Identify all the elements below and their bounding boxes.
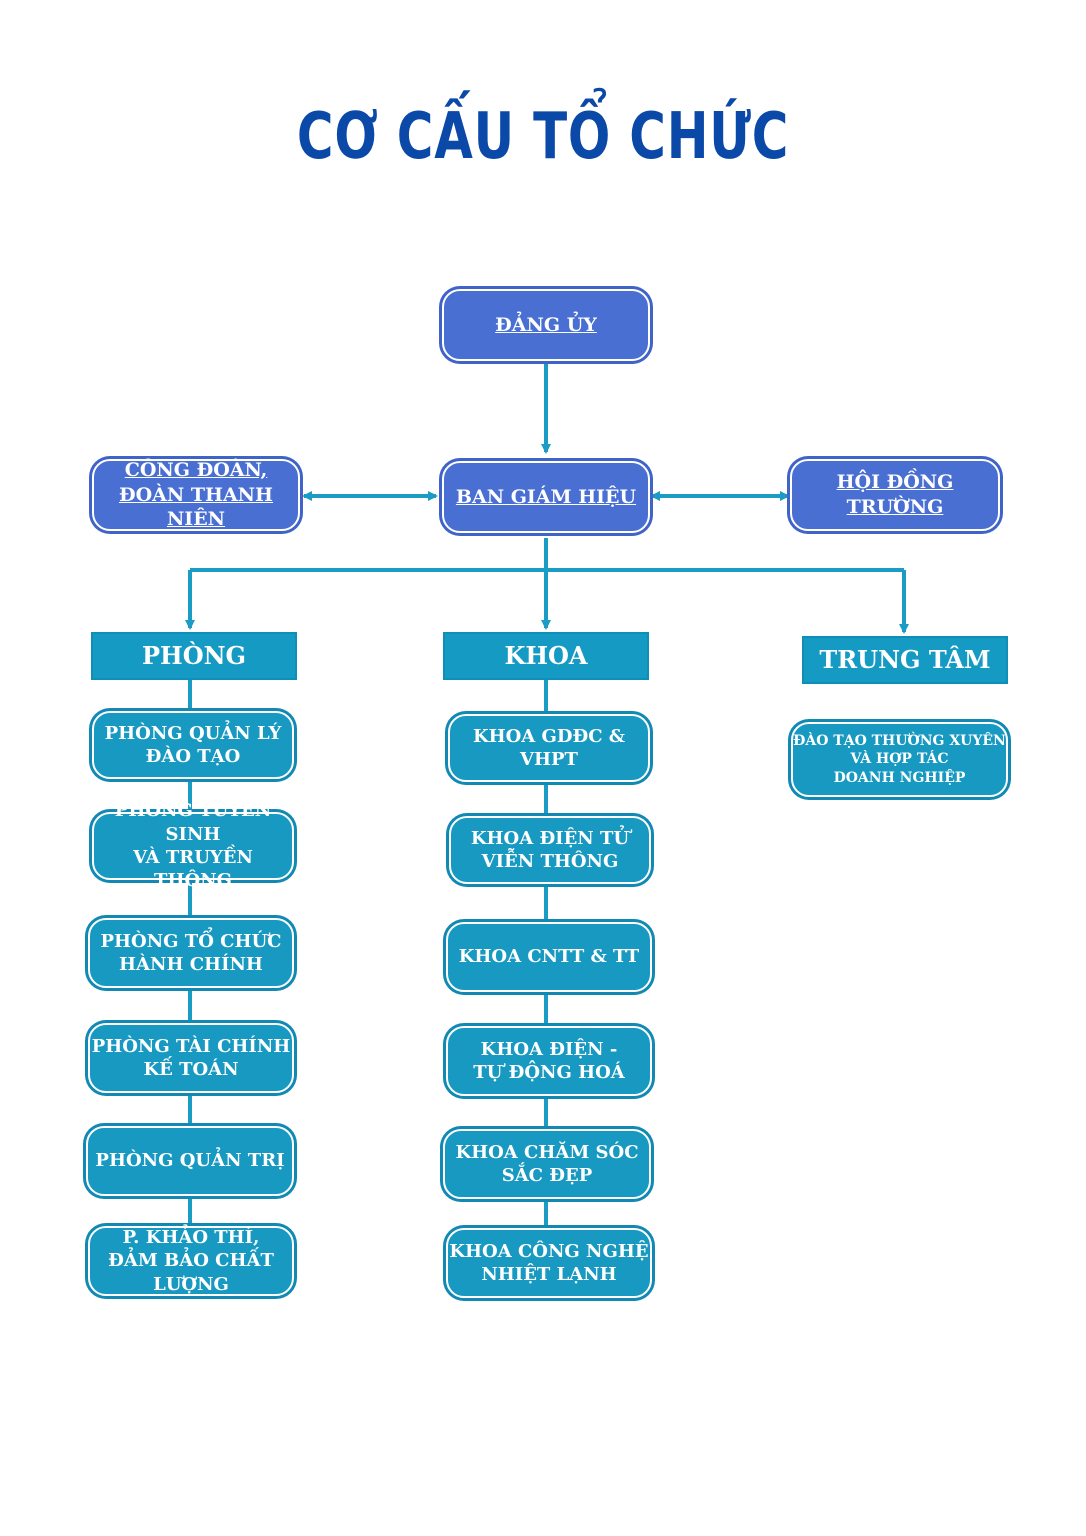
trung-tam-header: TRUNG TÂM	[802, 636, 1008, 684]
khoa-header-label: KHOA	[504, 641, 588, 671]
dang-uy-box[interactable]: ĐẢNG ỦY	[442, 289, 650, 361]
hoi-dong-truong-label: HỘI ĐỒNG TRƯỜNG	[836, 471, 954, 518]
khoa-item-label: KHOA CHĂM SÓC SẮC ĐẸP	[455, 1141, 639, 1186]
phong-item-label: PHÒNG TỔ CHỨC HÀNH CHÍNH	[100, 930, 282, 975]
khoa-header: KHOA	[443, 632, 649, 680]
khoa-item[interactable]: KHOA ĐIỆN - TỰ ĐỘNG HOÁ	[446, 1026, 652, 1096]
khoa-item[interactable]: KHOA GDĐC & VHPT	[448, 714, 650, 782]
hoi-dong-truong-box[interactable]: HỘI ĐỒNG TRƯỜNG	[790, 459, 1000, 531]
phong-item[interactable]: PHÒNG TÀI CHÍNH KẾ TOÁN	[88, 1023, 294, 1093]
phong-item-label: P. KHẢO THÍ, ĐẢM BẢO CHẤT LƯỢNG	[108, 1226, 274, 1295]
khoa-item-label: KHOA CNTT & TT	[458, 946, 640, 968]
ban-giam-hieu-box[interactable]: BAN GIÁM HIỆU	[442, 461, 650, 533]
khoa-item-label: KHOA GDĐC & VHPT	[472, 725, 626, 770]
khoa-item[interactable]: KHOA CÔNG NGHỆ NHIỆT LẠNH	[446, 1228, 652, 1298]
phong-header-label: PHÒNG	[141, 641, 247, 671]
trung-tam-item-label: ĐÀO TẠO THƯỜNG XUYÊN VÀ HỢP TÁC DOANH NG…	[793, 733, 1006, 786]
khoa-item[interactable]: KHOA CNTT & TT	[446, 922, 652, 992]
page-title: CƠ CẤU TỔ CHỨC	[296, 100, 790, 174]
dang-uy-label: ĐẢNG ỦY	[495, 313, 597, 336]
phong-item[interactable]: PHÒNG TỔ CHỨC HÀNH CHÍNH	[88, 918, 294, 988]
phong-item-label: PHÒNG QUẢN LÝ ĐÀO TẠO	[104, 722, 282, 767]
phong-item[interactable]: PHÒNG TUYỂN SINH VÀ TRUYỀN THÔNG	[92, 800, 294, 891]
phong-item[interactable]: PHÒNG QUẢN TRỊ	[86, 1126, 294, 1196]
cong-doan-box[interactable]: CÔNG ĐOÀN, ĐOÀN THANH NIÊN	[92, 459, 300, 531]
khoa-item[interactable]: KHOA ĐIỆN TỬ VIỄN THÔNG	[449, 816, 651, 884]
phong-item-label: PHÒNG QUẢN TRỊ	[95, 1150, 285, 1172]
cong-doan-label: CÔNG ĐOÀN, ĐOÀN THANH NIÊN	[118, 458, 274, 531]
khoa-item-label: KHOA CÔNG NGHỆ NHIỆT LẠNH	[449, 1240, 649, 1285]
khoa-item-label: KHOA ĐIỆN TỬ VIỄN THÔNG	[470, 827, 630, 872]
ban-giam-hieu-label: BAN GIÁM HIỆU	[455, 485, 637, 508]
trung-tam-header-label: TRUNG TÂM	[819, 645, 991, 675]
trung-tam-item[interactable]: ĐÀO TẠO THƯỜNG XUYÊN VÀ HỢP TÁC DOANH NG…	[791, 722, 1008, 797]
phong-item[interactable]: PHÒNG QUẢN LÝ ĐÀO TẠO	[92, 711, 294, 779]
phong-item-label: PHÒNG TÀI CHÍNH KẾ TOÁN	[91, 1035, 291, 1080]
phong-item[interactable]: P. KHẢO THÍ, ĐẢM BẢO CHẤT LƯỢNG	[88, 1226, 294, 1296]
phong-item-label: PHÒNG TUYỂN SINH VÀ TRUYỀN THÔNG	[114, 800, 272, 892]
phong-header: PHÒNG	[91, 632, 297, 680]
khoa-item-label: KHOA ĐIỆN - TỰ ĐỘNG HOÁ	[473, 1038, 625, 1083]
khoa-item[interactable]: KHOA CHĂM SÓC SẮC ĐẸP	[443, 1129, 651, 1199]
